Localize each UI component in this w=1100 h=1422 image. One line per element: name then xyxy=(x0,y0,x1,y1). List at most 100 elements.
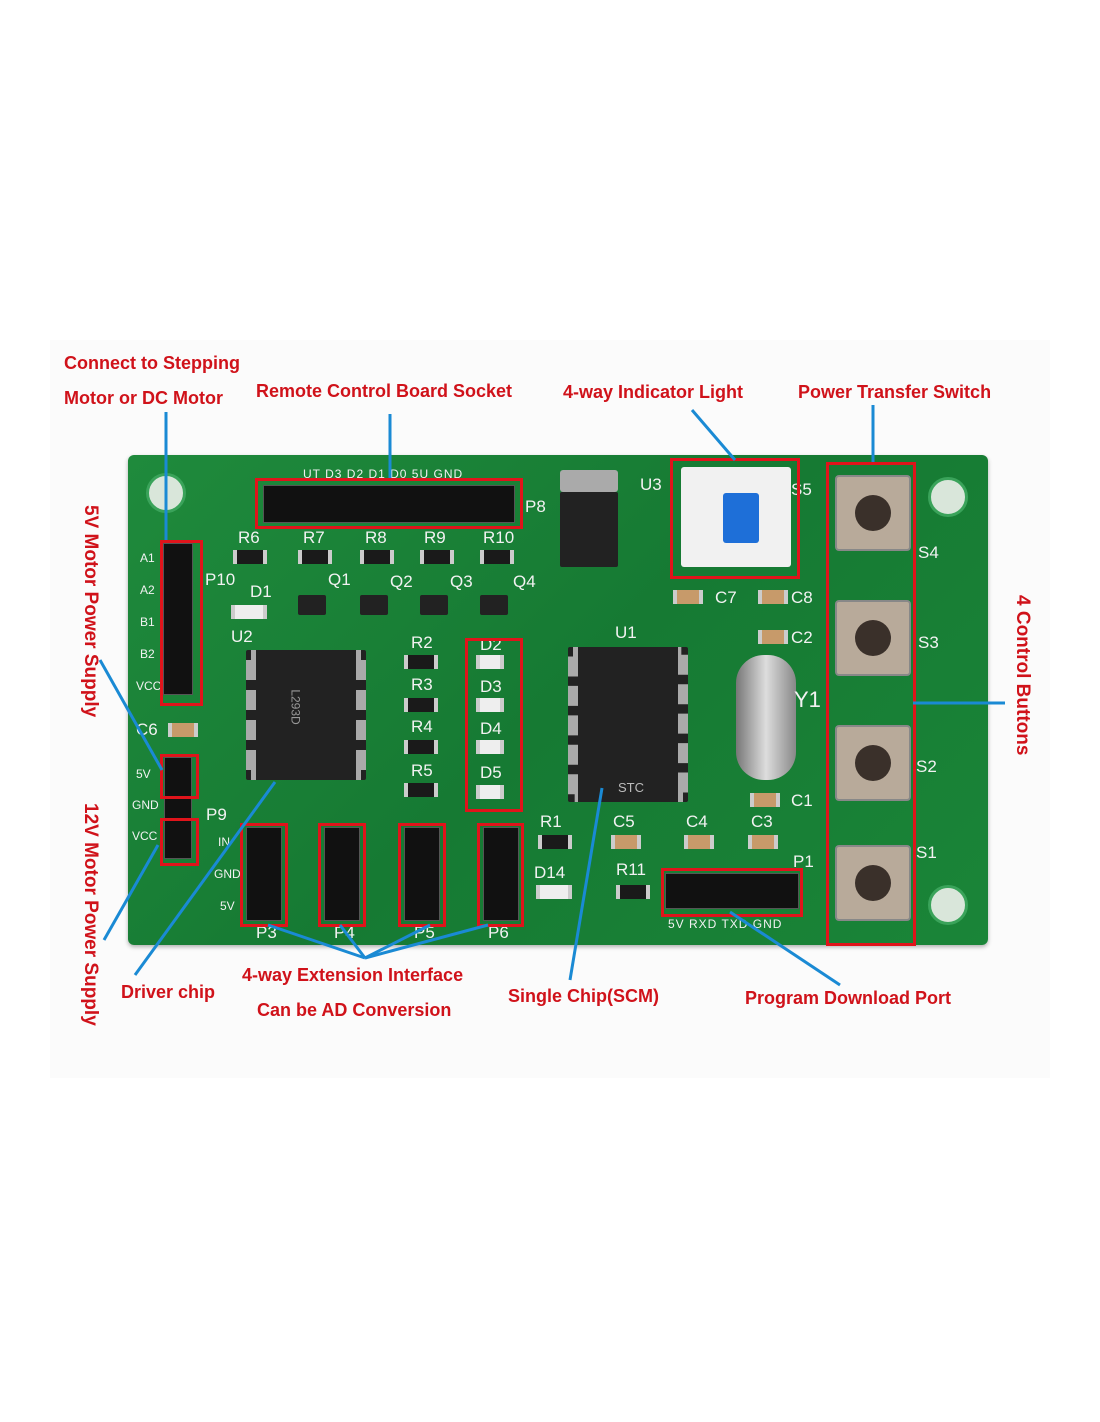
label-5v-motor-power: 5V Motor Power Supply xyxy=(80,505,101,718)
label-12v-motor-power: 12V Motor Power Supply xyxy=(80,803,101,1026)
indicator-led xyxy=(476,698,504,712)
silk-s4: S4 xyxy=(918,543,939,562)
indicator-led xyxy=(476,655,504,669)
silk-u2: U2 xyxy=(231,627,253,646)
silk-p10-b2: B2 xyxy=(140,647,155,661)
resistor xyxy=(480,550,514,564)
leader-port xyxy=(729,910,841,987)
label-download-port: Program Download Port xyxy=(745,988,952,1008)
silk-s3: S3 xyxy=(918,633,939,652)
p9-power-header xyxy=(164,757,192,859)
button-s3[interactable] xyxy=(835,600,911,676)
highlight-remote-socket xyxy=(255,478,523,529)
label-connect-line1: Connect to Stepping xyxy=(64,353,240,373)
button-s1[interactable] xyxy=(835,845,911,921)
silk-r2: R2 xyxy=(411,633,433,652)
silk-p10-b1: B1 xyxy=(140,615,155,629)
indicator-led xyxy=(476,785,504,799)
capacitor-c8 xyxy=(758,590,788,604)
capacitor-c5 xyxy=(611,835,641,849)
resistor xyxy=(404,783,438,797)
silk-in: IN xyxy=(218,835,230,849)
leader-12v xyxy=(102,844,160,941)
label-driver-chip: Driver chip xyxy=(121,982,216,1002)
highlight-p5 xyxy=(398,823,446,927)
highlight-5v-power xyxy=(160,754,199,799)
silk-r4: R4 xyxy=(411,717,433,736)
resistor-r11 xyxy=(616,885,650,899)
regulator-u3 xyxy=(560,492,618,567)
highlight-download-port xyxy=(661,868,803,917)
transistor-q4 xyxy=(480,595,508,615)
mounting-hole xyxy=(928,477,968,517)
regulator-tab xyxy=(560,470,618,492)
mcu-chip-u1 xyxy=(568,647,688,802)
led-d14 xyxy=(536,885,572,899)
pcb-board: UT D3 D2 D1 D0 5U GND P8 U3 S5 A1 A2 B1 … xyxy=(128,455,988,945)
leader-p6 xyxy=(364,923,489,960)
p6-header xyxy=(483,827,519,921)
silk-r7: R7 xyxy=(303,528,325,547)
silk-r5: R5 xyxy=(411,761,433,780)
silk-r8: R8 xyxy=(365,528,387,547)
leader-p4 xyxy=(338,924,367,959)
power-switch-toggle[interactable] xyxy=(723,493,759,543)
silk-d1: D1 xyxy=(250,582,272,601)
label-control-buttons: 4 Control Buttons xyxy=(1012,595,1033,756)
highlight-indicator-leds xyxy=(465,638,523,812)
highlight-p6 xyxy=(477,823,524,927)
indicator-led xyxy=(476,740,504,754)
silk-c2: C2 xyxy=(791,628,813,647)
button-s4[interactable] xyxy=(835,475,911,551)
led-d1 xyxy=(231,605,267,619)
leader-driver xyxy=(133,781,277,976)
silk-p6: P6 xyxy=(488,923,509,942)
leader-indicator xyxy=(690,409,737,461)
silk-d3: D3 xyxy=(480,677,502,696)
silk-p5: P5 xyxy=(414,923,435,942)
resistor xyxy=(420,550,454,564)
silk-r6: R6 xyxy=(238,528,260,547)
silk-c4: C4 xyxy=(686,812,708,831)
silk-d4: D4 xyxy=(480,719,502,738)
silk-c8: C8 xyxy=(791,588,813,607)
silk-p8-pins: UT D3 D2 D1 D0 5U GND xyxy=(303,467,464,481)
capacitor-c4 xyxy=(684,835,714,849)
silk-p8: P8 xyxy=(525,497,546,516)
resistor xyxy=(404,740,438,754)
silk-u1: U1 xyxy=(615,623,637,642)
silk-d5: D5 xyxy=(480,763,502,782)
capacitor-c3 xyxy=(748,835,778,849)
silk-p9-vcc: VCC xyxy=(132,829,158,843)
highlight-motor-header xyxy=(160,540,203,706)
silk-p9-5v: 5V xyxy=(136,767,151,781)
label-extension-line2: Can be AD Conversion xyxy=(257,1000,452,1020)
resistor xyxy=(404,698,438,712)
p1-download-header xyxy=(665,873,799,909)
mounting-hole xyxy=(928,885,968,925)
transistor-q1 xyxy=(298,595,326,615)
transistor-q3 xyxy=(420,595,448,615)
capacitor-c6 xyxy=(168,723,198,737)
leader-p3 xyxy=(267,923,366,960)
silk-q1: Q1 xyxy=(328,570,351,589)
highlight-p3 xyxy=(240,823,288,927)
silk-r3: R3 xyxy=(411,675,433,694)
silk-c7: C7 xyxy=(715,588,737,607)
driver-chip-u2 xyxy=(246,650,366,780)
silk-p10: P10 xyxy=(205,570,236,589)
button-s2[interactable] xyxy=(835,725,911,801)
leader-scm xyxy=(568,787,604,981)
transistor-q2 xyxy=(360,595,388,615)
p4-header xyxy=(324,827,360,921)
silk-p1: P1 xyxy=(793,852,814,871)
chip-u1-marking: STC xyxy=(618,780,644,795)
label-connect-line2: Motor or DC Motor xyxy=(64,388,223,408)
resistor-r1 xyxy=(538,835,572,849)
label-power-switch: Power Transfer Switch xyxy=(798,382,992,402)
leader-5v xyxy=(98,659,164,771)
silk-s2: S2 xyxy=(916,757,937,776)
leader-p5 xyxy=(364,923,431,960)
resistor xyxy=(360,550,394,564)
